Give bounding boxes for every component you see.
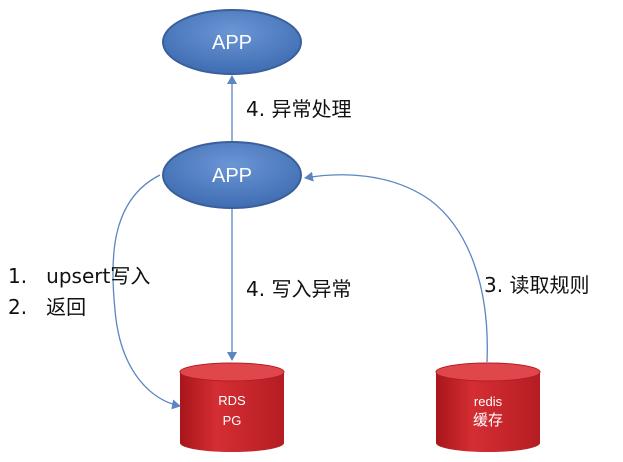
arrow-upsert-return <box>112 174 181 410</box>
app-top-label: APP <box>212 32 252 54</box>
label-write-exception: 4. 写入异常 <box>246 277 351 301</box>
label-exception-handling: 4. 异常处理 <box>246 97 351 121</box>
app-mid-label: APP <box>212 165 252 187</box>
rds-label-line1: RDS <box>218 393 246 408</box>
label-read-rules: 3. 读取规则 <box>484 273 589 297</box>
redis-label-line2: 缓存 <box>473 412 503 429</box>
redis-cache-cylinder: redis 缓存 <box>435 362 541 452</box>
rds-database-cylinder: RDS PG <box>179 362 285 452</box>
app-mid-node: APP <box>162 141 302 209</box>
label-return: 2. 返回 <box>8 295 86 319</box>
redis-label-line1: redis <box>474 394 503 409</box>
rds-label-line2: PG <box>223 413 242 428</box>
arrow-read-rules <box>304 171 488 363</box>
label-upsert: 1. upsert写入 <box>8 264 150 288</box>
app-top-node: APP <box>162 9 302 75</box>
